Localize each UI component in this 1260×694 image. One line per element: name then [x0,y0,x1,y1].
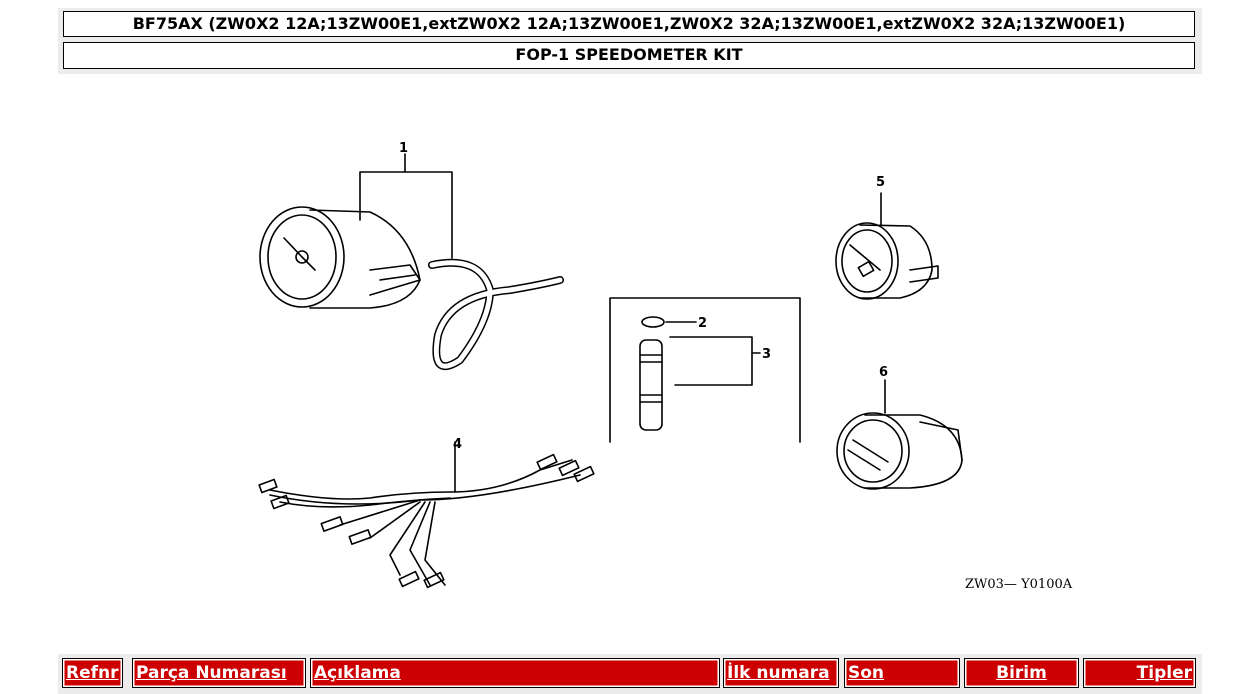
diagram-code: ZW03— Y0100A [965,577,1073,592]
speedometer-gauge [259,206,421,309]
callout-3: 3 [762,347,771,362]
col-unit: Birim [964,658,1079,688]
callout-4: 4 [453,437,462,452]
section-title: FOP-1 SPEEDOMETER KIT [63,42,1195,69]
col-ref: Refnr [62,658,123,688]
sort-unit-link[interactable]: Birim [996,663,1047,683]
o-ring [641,316,665,328]
parts-table-header: Refnr Parça Numarası Açıklama İlk numara… [58,654,1202,694]
title-panel: BF75AX (ZW0X2 12A;13ZW00E1,extZW0X2 12A;… [58,8,1202,74]
callout-6: 6 [879,365,888,380]
col-types: Tipler [1083,658,1196,688]
small-gauge [835,222,939,300]
col-description: Açıklama [310,658,720,688]
callout-2: 2 [698,316,707,331]
sort-last-link[interactable]: Son [848,663,885,683]
callout-1: 1 [399,141,408,156]
model-title: BF75AX (ZW0X2 12A;13ZW00E1,extZW0X2 12A;… [63,11,1195,37]
sort-description-link[interactable]: Açıklama [314,663,401,683]
col-first-number: İlk numara [723,658,839,688]
sort-part-number-link[interactable]: Parça Numarası [136,663,287,683]
sort-first-number-link[interactable]: İlk numara [727,663,830,683]
col-last: Son [844,658,960,688]
gauge [836,412,963,490]
wiring-harness [258,441,595,589]
sort-ref-link[interactable]: Refnr [66,663,119,683]
sort-types-link[interactable]: Tipler [1136,663,1192,683]
drive-adapter [639,339,663,431]
speedometer-cable [428,258,564,371]
callout-5: 5 [876,175,885,190]
col-part-number: Parça Numarası [132,658,306,688]
parts-diagram: 1 2 3 4 5 6 ZW03— Y0100A [258,141,1073,592]
